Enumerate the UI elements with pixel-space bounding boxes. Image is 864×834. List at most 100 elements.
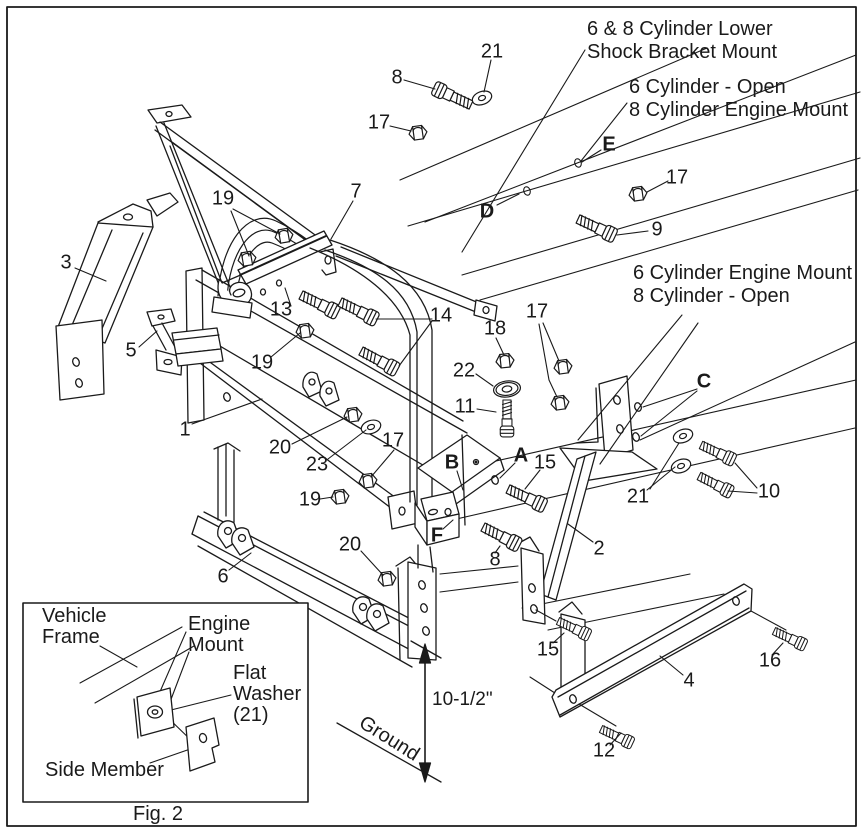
callout-18: 18 xyxy=(483,317,507,340)
callout-8: 8 xyxy=(391,66,403,89)
callout-21: 21 xyxy=(480,40,504,63)
annotation-line: Shock Bracket Mount xyxy=(587,41,778,63)
callout-A: A xyxy=(513,444,529,467)
inset-engine-mount-label: Engine Mount xyxy=(188,614,250,656)
nut-17-icon xyxy=(627,185,649,203)
nut-17-icon xyxy=(549,394,571,412)
inset-vehicle-frame-label: Vehicle Frame xyxy=(42,606,107,648)
annotation-line: 8 Cylinder - Open xyxy=(633,285,790,307)
bolt-16-icon xyxy=(770,624,809,653)
callout-19: 19 xyxy=(298,488,322,511)
nut-17-icon xyxy=(357,472,379,490)
annotation-line: 6 & 8 Cylinder Lower xyxy=(587,18,773,40)
inset-label-line: Washer xyxy=(233,683,302,705)
main-beam-part-1 xyxy=(171,267,468,530)
callout-17: 17 xyxy=(367,111,391,134)
annotation-upper-mount: 6 Cylinder - Open 8 Cylinder Engine Moun… xyxy=(629,76,848,122)
inset-label-line: Frame xyxy=(42,626,100,648)
inset-label-line: Engine xyxy=(188,613,251,635)
part-4-bar xyxy=(551,583,787,727)
leader-lines xyxy=(74,49,784,746)
page-border xyxy=(6,6,857,827)
nut-17-icon xyxy=(407,124,429,142)
callout-21: 21 xyxy=(626,485,650,508)
annotation-shock-bracket: 6 & 8 Cylinder Lower Shock Bracket Mount xyxy=(587,18,777,64)
callout-5: 5 xyxy=(125,339,137,362)
callout-22: 22 xyxy=(452,359,476,382)
bolt-11-icon xyxy=(499,399,515,438)
nut-20-icon xyxy=(376,570,398,588)
callout-D: D xyxy=(479,200,495,223)
hardware xyxy=(236,80,809,751)
callout-9: 9 xyxy=(651,218,663,241)
callout-7: 7 xyxy=(350,180,362,203)
bolt-10-icon xyxy=(695,469,736,500)
figure-caption: Fig. 2 xyxy=(133,803,184,825)
callout-17: 17 xyxy=(381,429,405,452)
callout-4: 4 xyxy=(683,669,695,692)
inset-label-line: (21) xyxy=(233,704,269,726)
washer-21-icon xyxy=(668,455,694,477)
callout-17: 17 xyxy=(525,300,549,323)
part-5-bracket xyxy=(146,308,183,376)
bolt-13-icon xyxy=(297,287,342,321)
callout-17: 17 xyxy=(665,166,689,189)
washer-22-icon xyxy=(491,378,523,400)
inset-label-line: Mount xyxy=(188,634,244,656)
callout-19: 19 xyxy=(250,351,274,374)
callout-1: 1 xyxy=(179,418,191,441)
callout-15: 15 xyxy=(533,451,557,474)
callout-F: F xyxy=(430,524,444,547)
a-frame xyxy=(147,104,323,301)
inset-flat-washer-label: Flat Washer (21) xyxy=(233,663,301,726)
bolt-8-icon xyxy=(478,519,524,553)
callout-B: B xyxy=(444,451,460,474)
callout-20: 20 xyxy=(268,436,292,459)
dimension-label: 10-1/2" xyxy=(432,689,493,710)
washer-21-icon xyxy=(670,425,696,447)
callout-19: 19 xyxy=(211,187,235,210)
nut-17-icon xyxy=(552,358,574,376)
callout-8: 8 xyxy=(489,548,501,571)
inset-side-member-plate xyxy=(185,717,220,772)
callout-11: 11 xyxy=(454,395,476,418)
annotation-line: 6 Cylinder - Open xyxy=(629,76,786,98)
inset-label-line: Flat xyxy=(233,662,267,684)
inset-detail-box xyxy=(22,602,309,803)
center-brackets xyxy=(414,434,505,573)
callout-3: 3 xyxy=(60,251,72,274)
callout-E: E xyxy=(602,133,616,156)
inset-side-member-label: Side Member xyxy=(45,759,164,781)
callout-10: 10 xyxy=(757,480,781,503)
callout-23: 23 xyxy=(305,453,329,476)
bolt-9-icon xyxy=(574,211,619,244)
callout-12: 12 xyxy=(592,739,616,762)
callout-13: 13 xyxy=(269,298,293,321)
hole-C2 xyxy=(630,431,642,443)
bolt-14-icon xyxy=(336,294,381,328)
bolt-8-icon xyxy=(430,80,475,113)
callout-15: 15 xyxy=(536,638,560,661)
part-2-arm xyxy=(539,451,597,601)
hole-C1 xyxy=(632,401,644,413)
callout-16: 16 xyxy=(758,649,782,672)
ground-dimension xyxy=(336,640,442,783)
annotation-lower-mount: 6 Cylinder Engine Mount 8 Cylinder - Ope… xyxy=(633,262,852,308)
washer-23-icon xyxy=(358,417,384,437)
part-3-arm xyxy=(55,192,179,401)
curved-tube xyxy=(309,239,433,513)
annotation-line: 6 Cylinder Engine Mount xyxy=(633,262,853,284)
inset-label-line: Vehicle xyxy=(42,605,107,627)
callout-C: C xyxy=(696,370,712,393)
nut-18-icon xyxy=(494,352,516,370)
washer-21-icon xyxy=(469,87,495,109)
callout-6: 6 xyxy=(217,565,229,588)
annotation-line: 8 Cylinder Engine Mount xyxy=(629,99,849,121)
lower-channel-part-6 xyxy=(191,442,437,668)
upper-rail-part-7 xyxy=(211,217,498,322)
inset-engine-mount-plate xyxy=(136,687,175,737)
inset-flat-washer xyxy=(146,705,164,719)
callout-14: 14 xyxy=(429,304,453,327)
